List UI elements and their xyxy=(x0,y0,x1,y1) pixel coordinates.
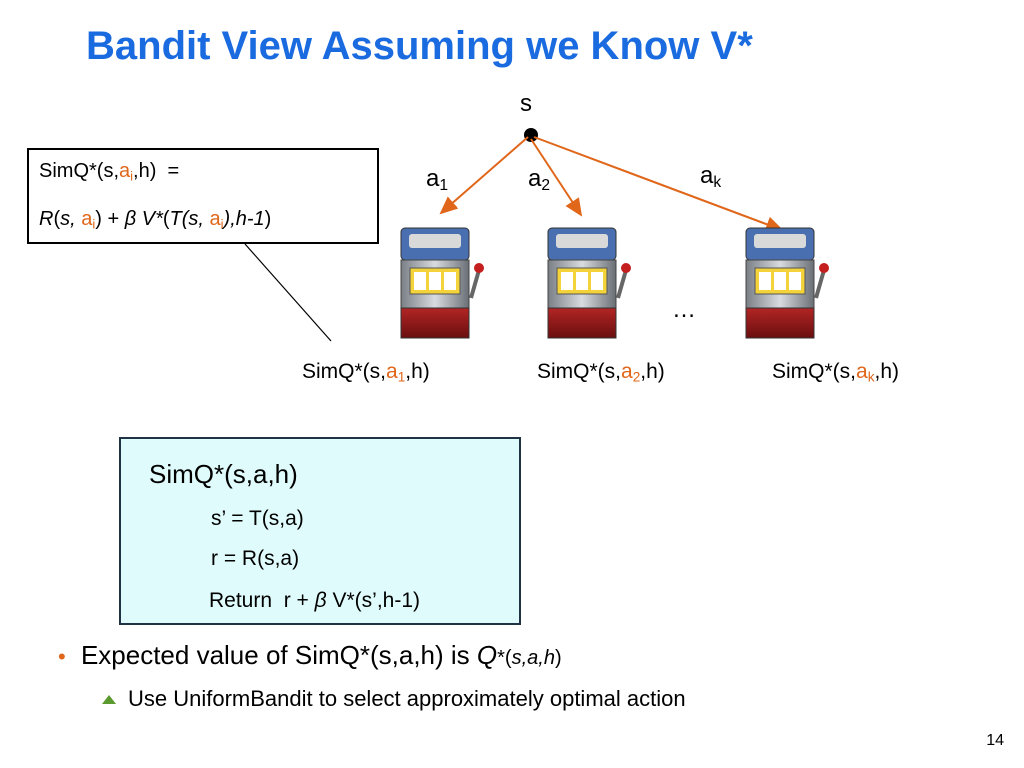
code-line-3: Return r + β V*(s’,h-1) xyxy=(209,589,421,612)
slide-title: Bandit View Assuming we Know V* xyxy=(86,24,753,68)
code-header: SimQ*(s,a,h) xyxy=(149,459,298,489)
triangle-bullet-icon xyxy=(102,694,116,704)
action-label-1: a1 xyxy=(426,165,449,194)
ellipsis: … xyxy=(672,296,696,323)
callout-line xyxy=(244,243,332,342)
slot-machine-icon xyxy=(547,227,631,339)
bullet-main: • Expected value of SimQ*(s,a,h) is Q*(s… xyxy=(58,640,562,670)
action-label-2: a2 xyxy=(528,165,551,194)
arm-label-1: SimQ*(s,a1,h) xyxy=(302,360,430,385)
definition-box: SimQ*(s,ai,h) = R(s, ai) + β V*(T(s, ai)… xyxy=(27,148,379,244)
edge-a2 xyxy=(530,138,583,217)
code-line-2: r = R(s,a) xyxy=(211,547,300,570)
root-label: s xyxy=(520,90,532,117)
bullet-sub: Use UniformBandit to select approximatel… xyxy=(102,686,686,712)
edge-ak xyxy=(533,136,784,232)
pseudocode-box: SimQ*(s,a,h) s’ = T(s,a) r = R(s,a) Retu… xyxy=(119,437,521,625)
definition-line-2: R(s, ai) + β V*(T(s, ai),h-1) xyxy=(39,208,272,232)
definition-line-1: SimQ*(s,ai,h) = xyxy=(39,160,180,184)
arm-label-k: SimQ*(s,ak,h) xyxy=(772,360,900,385)
action-label-k: ak xyxy=(700,162,722,191)
bullet-dot-icon: • xyxy=(58,644,66,669)
page-number: 14 xyxy=(986,732,1004,749)
code-line-1: s’ = T(s,a) xyxy=(211,507,304,530)
slot-machine-icon xyxy=(400,227,484,339)
arm-label-2: SimQ*(s,a2,h) xyxy=(537,360,665,385)
edge-a1 xyxy=(439,136,529,215)
slot-machine-icon xyxy=(745,227,829,339)
